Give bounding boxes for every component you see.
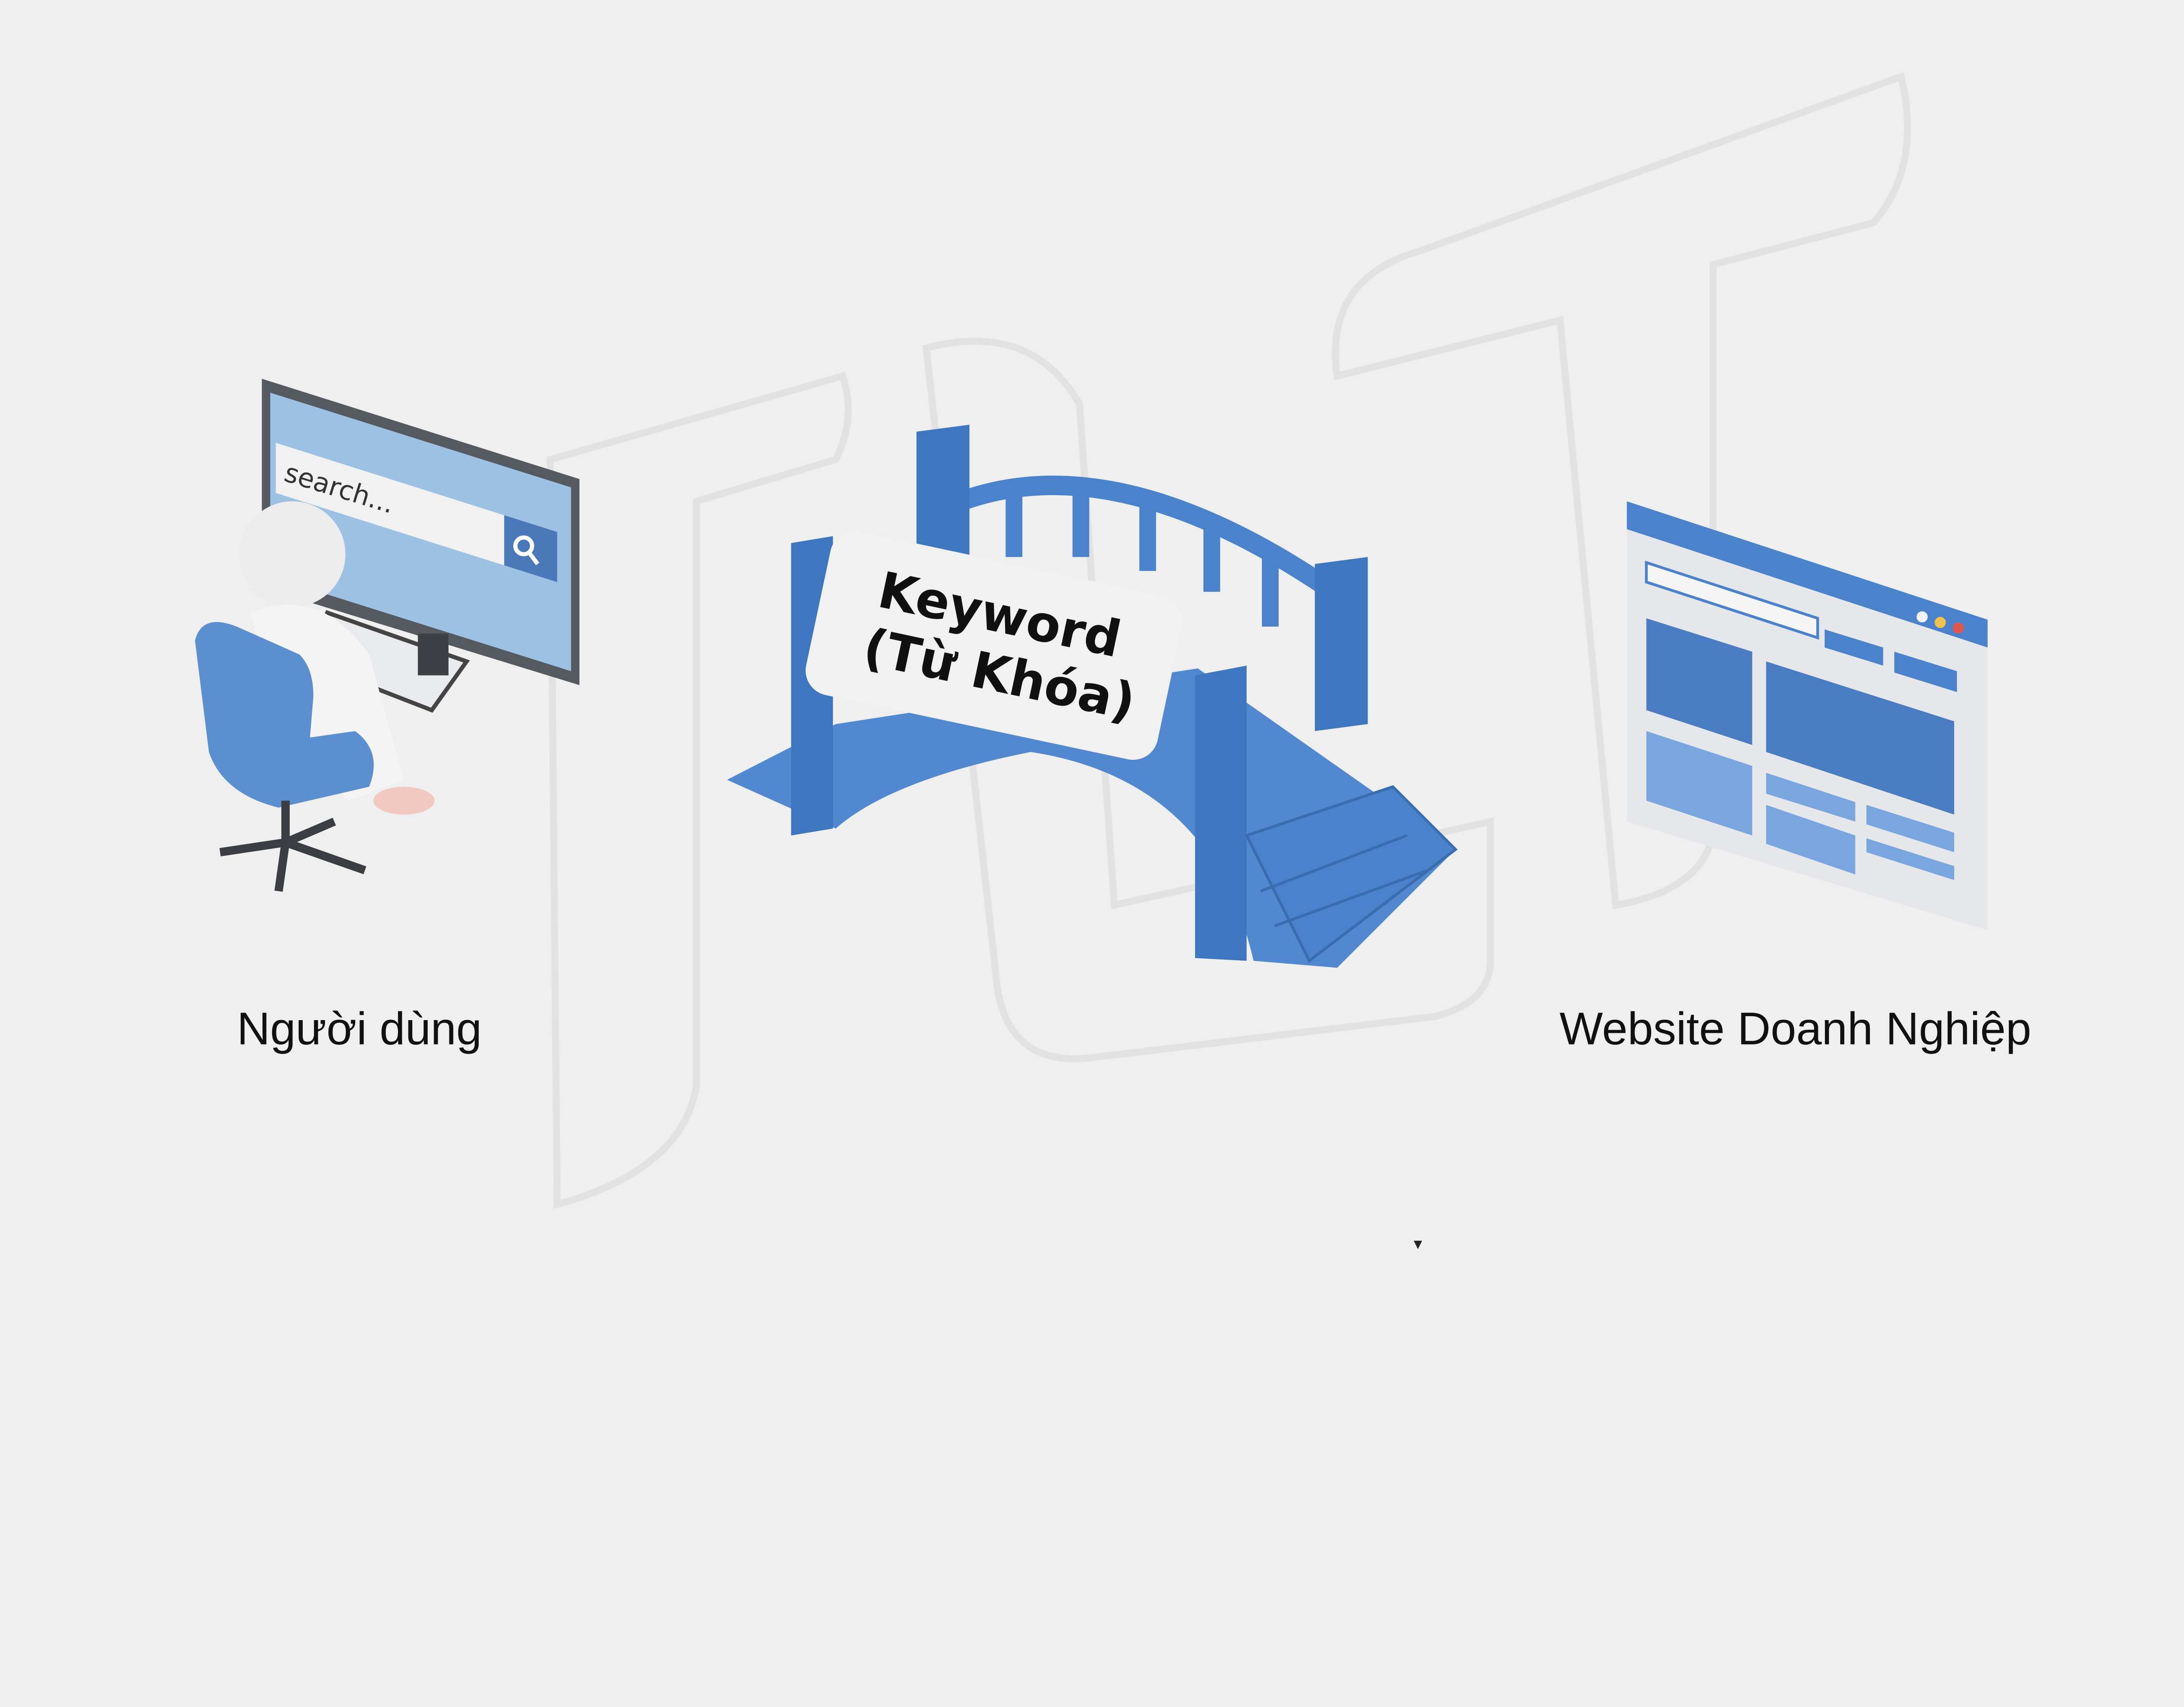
nav-block xyxy=(1894,652,1957,692)
bridge-railing xyxy=(957,476,1329,593)
browser-header xyxy=(1627,501,1988,648)
bridge-post-front-right xyxy=(1195,666,1247,961)
user-label: Người dùng xyxy=(237,1004,482,1055)
search-bar xyxy=(276,443,505,566)
monitor-stand xyxy=(418,633,449,676)
address-bar xyxy=(1645,560,1819,640)
illustration: search... Người dùng K xyxy=(195,72,2032,1249)
website-label: Website Doanh Nghiệp xyxy=(1559,1004,2031,1055)
watermark-logo xyxy=(546,72,1911,1209)
bridge-deck xyxy=(727,668,1456,968)
bridge-balusters xyxy=(1006,487,1279,627)
website-illustration xyxy=(1627,501,1988,931)
content-block xyxy=(1866,805,1954,852)
bridge-post-back-left xyxy=(916,424,970,564)
nav-block xyxy=(1825,629,1883,666)
bridge-post-back-right xyxy=(1315,557,1368,731)
content-block xyxy=(1766,805,1856,875)
user-computer-illustration: search... xyxy=(195,379,580,892)
content-block xyxy=(1766,772,1856,822)
content-block xyxy=(1866,838,1954,880)
user-foot xyxy=(373,786,435,815)
content-block xyxy=(1766,661,1954,815)
window-control-dots xyxy=(1916,611,1964,634)
chair-back xyxy=(195,622,314,780)
bridge-stairs xyxy=(1244,785,1458,963)
content-block xyxy=(1646,618,1752,745)
search-icon xyxy=(513,535,539,566)
user-head xyxy=(239,501,346,607)
small-marker xyxy=(1413,1241,1422,1249)
chair-seat xyxy=(209,731,374,808)
content-block xyxy=(1646,731,1752,836)
chair-base xyxy=(219,800,366,892)
